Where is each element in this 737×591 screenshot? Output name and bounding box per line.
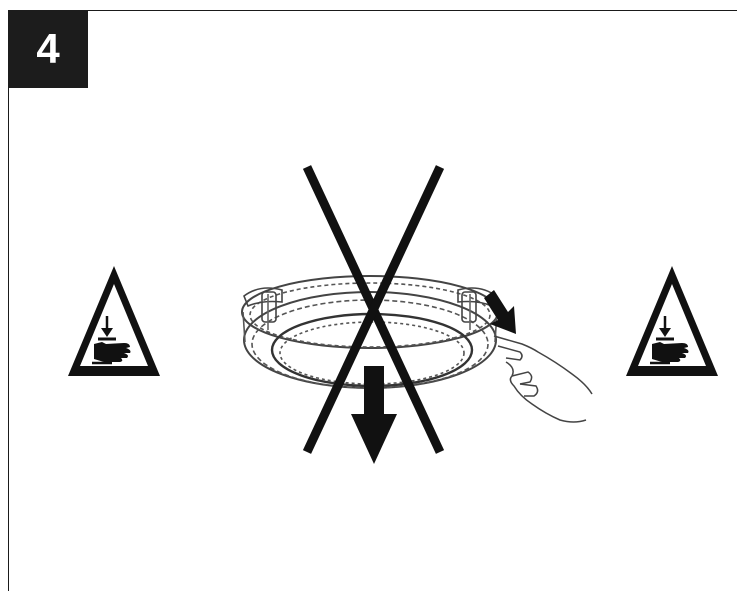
arrow-down-icon [351, 366, 397, 464]
hand-drawing [494, 336, 592, 422]
